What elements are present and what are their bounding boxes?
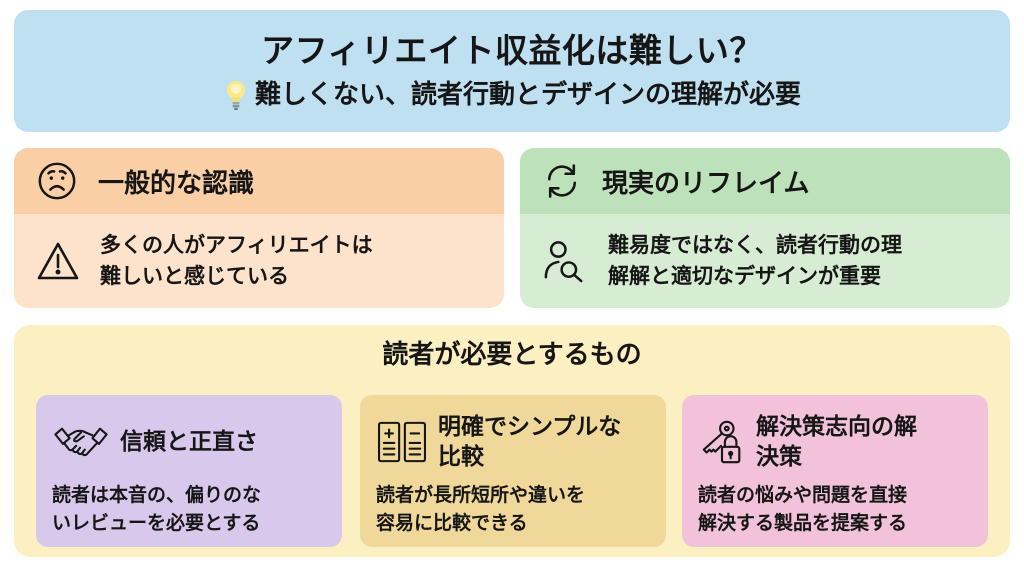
refresh-cycle-icon xyxy=(542,161,582,201)
reader-needs-section: 読者が必要とするもの 信頼と正直さ 読者は本音の、偏りのな いレビューを必要 xyxy=(14,325,1010,557)
need-card-body: 読者の悩みや問題を直接 解決する製品を提案する xyxy=(698,484,908,534)
perception-text: 多くの人がアフィリエイトは 難しいと感じている xyxy=(100,233,373,288)
handshake-icon xyxy=(52,423,110,461)
perception-body: 多くの人がアフィリエイトは 難しいと感じている xyxy=(14,214,504,308)
need-card-solution: 解決策志向の解 決策 読者の悩みや問題を直接 解決する製品を提案する xyxy=(682,395,988,547)
need-card-body: 読者は本音の、偏りのな いレビューを必要とする xyxy=(52,484,262,534)
need-card-title: 明確でシンプルな xyxy=(438,414,622,440)
lightbulb-icon xyxy=(223,79,249,111)
page-subtitle: 難しくない、読者行動とデザインの理解が必要 xyxy=(223,77,801,113)
perception-header: 一般的な認識 xyxy=(14,148,504,214)
warning-icon xyxy=(36,241,80,281)
header-banner: アフィリエイト収益化は難しい？ 難しくない、読者行動とデザインの理解が必要 xyxy=(14,10,1010,132)
perception-panel: 一般的な認識 多くの人がアフィリエイトは 難しいと感じている xyxy=(14,148,504,308)
user-search-icon xyxy=(542,239,588,283)
need-card-body: 読者が長所短所や違いを 容易に比較できる xyxy=(376,484,586,534)
worried-face-icon xyxy=(36,160,78,202)
need-card-title: 解決策志向の解 xyxy=(756,414,917,440)
reframe-header: 現実のリフレイム xyxy=(520,148,1010,214)
page-title: アフィリエイト収益化は難しい？ xyxy=(261,31,763,70)
reframe-body: 難易度ではなく、読者行動の理 解解と適切なデザインが重要 xyxy=(520,214,1010,308)
reframe-panel: 現実のリフレイム 難易度ではなく、読者行動の理 解解と適切なデザインが重要 xyxy=(520,148,1010,308)
need-card-title: 信頼と正直さ xyxy=(120,429,258,455)
reframe-heading: 現実のリフレイム xyxy=(602,168,810,199)
key-lock-icon xyxy=(698,418,746,466)
perception-heading: 一般的な認識 xyxy=(98,168,255,199)
need-card-comparison: 明確でシンプルな 比較 読者が長所短所や違いを 容易に比較できる xyxy=(360,395,666,547)
comparison-list-icon xyxy=(376,420,428,464)
need-card-trust: 信頼と正直さ 読者は本音の、偏りのな いレビューを必要とする xyxy=(36,395,342,547)
subtitle-text: 難しくない、読者行動とデザインの理解が必要 xyxy=(254,80,801,110)
reader-needs-title: 読者が必要とするもの xyxy=(382,340,642,370)
reframe-text: 難易度ではなく、読者行動の理 解解と適切なデザインが重要 xyxy=(608,233,902,288)
